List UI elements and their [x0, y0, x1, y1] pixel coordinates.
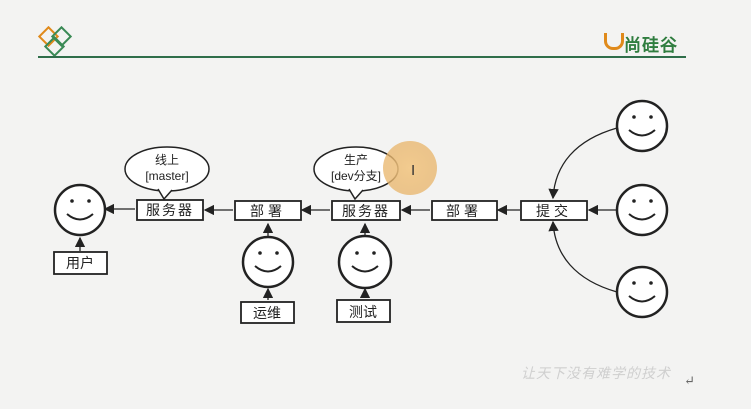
bubble-dev-line1: 生产	[344, 153, 368, 167]
dev-face-bottom-icon	[615, 265, 669, 319]
node-deploy-2-label: 部署	[446, 204, 482, 220]
node-commit	[520, 200, 588, 221]
node-ops-label: 运维	[253, 306, 281, 322]
node-server-dev-label: 服务器	[342, 204, 390, 220]
node-user-label: 用户	[66, 255, 94, 272]
dev-face-middle-icon	[615, 183, 669, 237]
bubble-prod-line2: [master]	[145, 169, 188, 183]
node-server-prod-label: 服务器	[146, 203, 194, 219]
text-cursor-icon: I	[411, 162, 415, 179]
node-server-prod	[136, 199, 204, 221]
bubble-dev-line2: [dev分支]	[331, 169, 381, 183]
edges	[74, 127, 618, 300]
test-face-icon	[337, 234, 393, 290]
node-test	[336, 299, 391, 323]
bubble-prod-line1: 线上	[155, 153, 179, 167]
node-deploy-2	[431, 200, 498, 221]
node-user	[53, 251, 108, 275]
node-commit-label: 提交	[536, 203, 572, 220]
node-test-label: 测试	[349, 305, 377, 321]
node-deploy-1	[234, 200, 302, 221]
brand-u-icon	[604, 33, 624, 50]
node-deploy-1-label: 部署	[250, 204, 286, 220]
node-server-dev	[331, 200, 401, 221]
brand-logo	[37, 25, 73, 58]
ops-face-icon	[241, 235, 295, 289]
pointer-highlight	[383, 141, 437, 195]
user-face-icon	[53, 183, 107, 237]
bubble-dev: 生产 [dev分支]	[313, 146, 399, 201]
bubble-prod: 线上 [master]	[124, 146, 210, 201]
dev-face-top-icon	[615, 99, 669, 153]
enter-symbol-icon: ↵	[684, 374, 695, 389]
node-ops	[240, 301, 295, 324]
brand-name: 尚硅谷	[624, 36, 678, 56]
footer-watermark: 让天下没有难学的技术	[521, 366, 671, 382]
